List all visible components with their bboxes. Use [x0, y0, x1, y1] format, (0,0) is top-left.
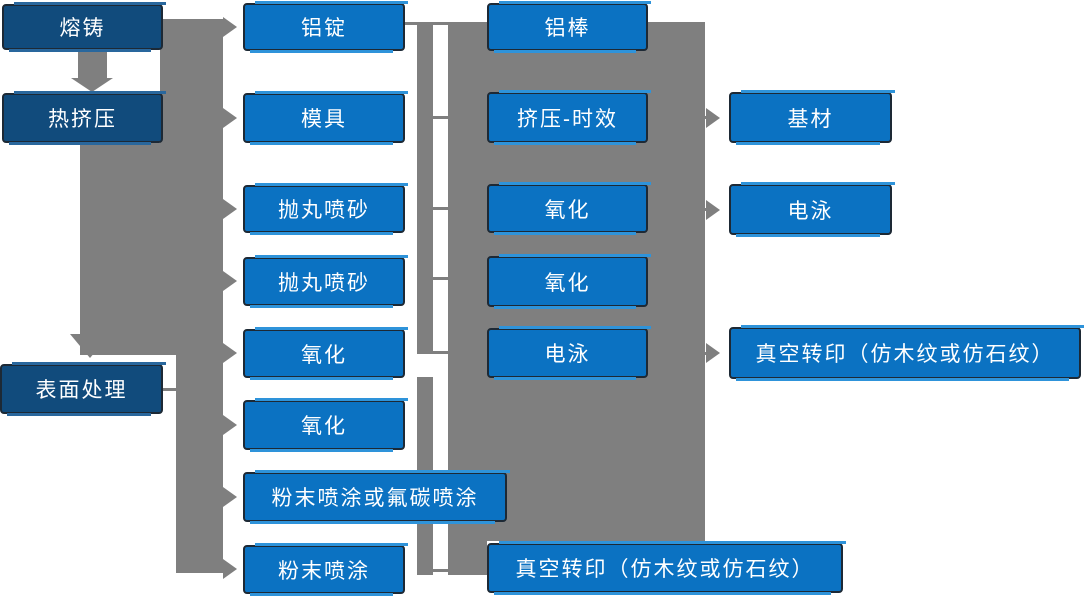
- connector-bottom-patch: [448, 541, 487, 575]
- arrow-to-mold: [223, 108, 237, 128]
- tick-band-row4: [433, 277, 448, 280]
- stem-to-electrophoresis-2: [697, 208, 707, 211]
- tick-band-row1: [433, 22, 448, 25]
- node-melting-casting: 熔铸: [2, 2, 166, 52]
- node-electrophoresis-2: 电泳: [729, 182, 895, 237]
- arrow-to-powder-coating: [223, 559, 237, 579]
- node-vacuum-transfer-2: 真空转印（仿木纹或仿石纹）: [729, 325, 1084, 381]
- node-powder-or-fluorocarbon: 粉末喷涂或氟碳喷涂: [243, 470, 510, 524]
- node-vacuum-transfer-1: 真空转印（仿木纹或仿石纹）: [487, 541, 846, 595]
- arrow-to-powder-or-fluorocarbon: [223, 487, 237, 507]
- tick-ingot-to-band: [405, 22, 418, 25]
- arrow-to-vacuum-transfer-2: [706, 343, 720, 363]
- node-powder-coating: 粉末喷涂: [243, 543, 408, 596]
- node-substrate: 基材: [729, 90, 895, 145]
- tick-band-row5: [433, 351, 448, 354]
- arrow-to-substrate: [706, 108, 720, 128]
- arrow-down-to-surface-treatment: [70, 334, 110, 358]
- tick-band-row2: [433, 116, 448, 119]
- node-electrophoresis-1: 电泳: [487, 326, 651, 380]
- tick-band-row3: [433, 207, 448, 210]
- arrow-down-to-hot-extrusion: [71, 78, 113, 92]
- node-shot-blasting-1: 抛丸喷砂: [243, 183, 408, 235]
- connector-middle-band-upper: [417, 22, 433, 354]
- arrow-to-shot-blasting-2: [223, 271, 237, 291]
- node-surface-treatment: 表面处理: [0, 362, 166, 416]
- node-shot-blasting-2: 抛丸喷砂: [243, 255, 408, 308]
- node-aluminum-ingot: 铝锭: [243, 1, 408, 53]
- stem-to-vacuum-transfer-2: [697, 352, 707, 355]
- arrow-to-electrophoresis-2: [706, 200, 720, 220]
- node-hot-extrusion: 热挤压: [2, 91, 166, 145]
- node-oxidation-1: 氧化: [243, 327, 408, 380]
- arrow-to-shot-blasting-1: [223, 199, 237, 219]
- node-aluminum-rod: 铝棒: [487, 1, 651, 53]
- arrow-to-oxidation-2: [223, 415, 237, 435]
- arrow-to-aluminum-ingot: [223, 17, 237, 37]
- connector-surface-treatment-stub: [163, 388, 177, 391]
- connector-left-main-block: [80, 143, 223, 355]
- arrow-to-oxidation-1: [223, 343, 237, 363]
- node-oxidation-3: 氧化: [487, 182, 651, 235]
- node-oxidation-4: 氧化: [487, 254, 651, 309]
- node-mold: 模具: [243, 91, 408, 145]
- connector-lower-left-band: [176, 355, 223, 573]
- tick-band-bottom: [433, 569, 448, 572]
- node-oxidation-2: 氧化: [243, 398, 408, 452]
- node-extrusion-aging: 挤压-时效: [487, 90, 651, 145]
- stem-to-substrate: [697, 116, 707, 119]
